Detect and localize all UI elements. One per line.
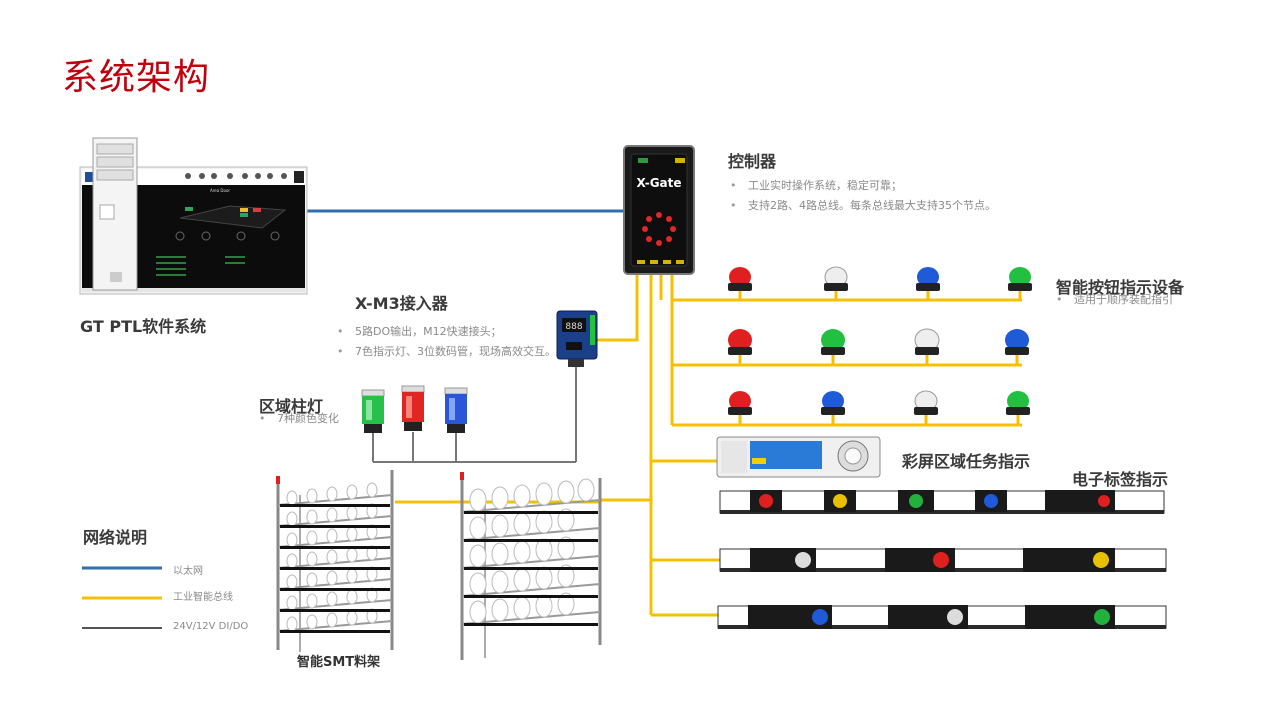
legend-label-dio: 24V/12V DI/DO — [173, 621, 249, 632]
button-devices-notes: 适用于顺序装配指引 — [1056, 290, 1236, 310]
xm3-note: 5路DO输出，M12快速接头； — [337, 322, 557, 342]
smt-rack-left — [276, 470, 394, 652]
controller-notes: 工业实时操作系统，稳定可靠； 支持2路、4路总线。每条总线最大支持35个节点。 — [730, 176, 1030, 216]
smart-button — [914, 390, 938, 415]
smart-button — [1005, 329, 1029, 355]
smart-button — [914, 328, 940, 355]
e-label-heading: 电子标签指示 — [1072, 470, 1169, 489]
dio-link — [372, 362, 577, 463]
smt-rack-label: 智能SMT料架 — [297, 655, 381, 670]
legend-label-ethernet: 以太网 — [173, 566, 203, 577]
server-tower — [92, 137, 138, 291]
e-label-bar — [719, 490, 1165, 514]
legend-heading: 网络说明 — [83, 528, 148, 547]
color-screen-heading: 彩屏区域任务指示 — [902, 452, 1031, 471]
smart-button — [728, 329, 752, 355]
column-light-note: 7种颜色变化 — [259, 409, 379, 429]
column-light-red — [401, 385, 425, 431]
xm3-device: 888 — [556, 310, 598, 367]
smart-button — [916, 267, 940, 291]
color-screen-device — [716, 436, 881, 478]
controller-heading: 控制器 — [728, 152, 777, 171]
controller-note: 支持2路、4路总线。每条总线最大支持35个节点。 — [730, 196, 1030, 216]
page-title: 系统架构 — [62, 57, 211, 98]
controller-note: 工业实时操作系统，稳定可靠； — [730, 176, 1030, 196]
xgate-brand: X-Gate — [636, 176, 681, 190]
xm3-display: 888 — [565, 322, 582, 332]
e-label-bar — [717, 605, 1167, 629]
smart-button — [1008, 267, 1032, 291]
column-light-notes: 7种颜色变化 — [259, 409, 379, 429]
legend-label-bus: 工业智能总线 — [173, 592, 233, 603]
xm3-heading: X-M3接入器 — [355, 294, 448, 313]
column-light-blue — [444, 387, 468, 433]
smart-button — [821, 329, 845, 355]
smt-rack-right — [460, 472, 602, 660]
smart-button — [824, 266, 848, 291]
industrial-bus — [395, 272, 1022, 617]
smart-button — [728, 267, 752, 291]
xgate-controller: X-Gate — [623, 145, 695, 275]
e-label-bar — [719, 548, 1167, 572]
smart-button — [728, 391, 752, 415]
software-label: GT PTL软件系统 — [80, 317, 207, 336]
smart-button — [1006, 391, 1030, 415]
smart-button — [821, 391, 845, 415]
svg-text:Area Door: Area Door — [210, 188, 230, 193]
xm3-note: 7色指示灯、3位数码管，现场高效交互。 — [337, 342, 557, 362]
xm3-notes: 5路DO输出，M12快速接头； 7色指示灯、3位数码管，现场高效交互。 — [337, 322, 557, 362]
button-devices-note: 适用于顺序装配指引 — [1056, 290, 1236, 310]
